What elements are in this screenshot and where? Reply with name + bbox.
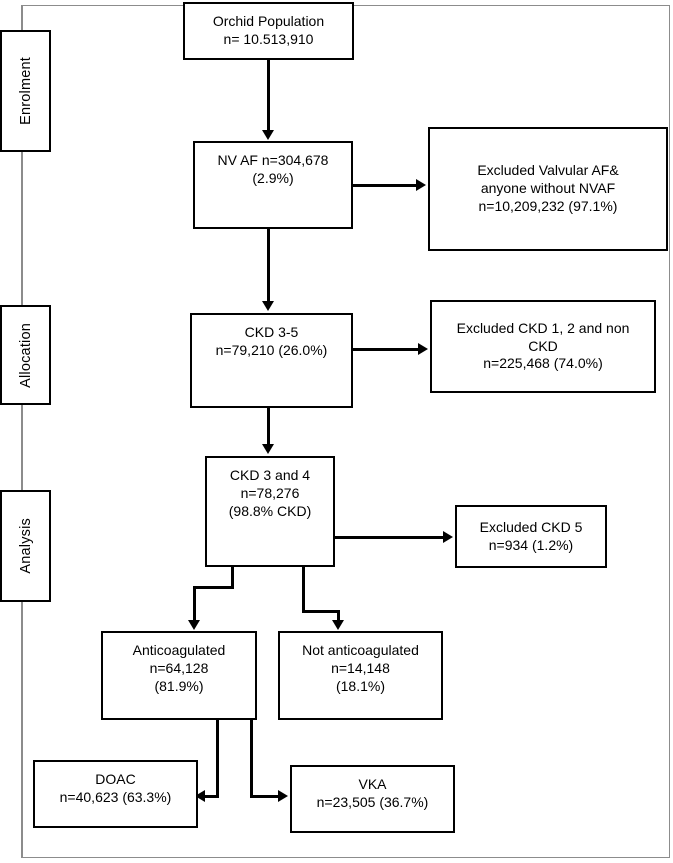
node-excluded-ckd-5: Excluded CKD 5 n=934 (1.2%) <box>455 505 607 568</box>
node-excluded-ckd-1-2-non-text: Excluded CKD 1, 2 and non CKD n=225,468 … <box>456 319 630 372</box>
connector-ckd34-to-antico-h <box>193 586 234 589</box>
connector-ckd34-to-notantico-v2 <box>337 610 340 622</box>
connector-ckd34-to-notantico-v1 <box>302 567 305 613</box>
connector-ckd35-to-ckd34 <box>267 408 270 446</box>
node-excluded-valvular-text: Excluded Valvular AF& anyone without NVA… <box>477 162 619 214</box>
node-anticoagulated-text: Anticoagulated n=64,128 (81.9%) <box>132 642 226 694</box>
arrowhead-orchid-to-nvaf <box>262 130 274 140</box>
connector-nvaf-to-ckd35 <box>267 229 270 303</box>
node-vka: VKA n=23,505 (36.7%) <box>290 765 455 833</box>
arrowhead-ckd34-to-anticoagulated <box>188 620 200 630</box>
node-ckd-3-and-4-text: CKD 3 and 4 n=78,276 (98.8% CKD) <box>228 467 312 519</box>
stage-spine-2 <box>21 152 23 305</box>
arrowhead-antico-to-doac <box>195 790 205 802</box>
connector-antico-to-vka-h <box>250 795 280 798</box>
node-doac: DOAC n=40,623 (63.3%) <box>33 760 198 828</box>
stage-spine-4 <box>21 602 23 858</box>
connector-ckd34-to-antico-v2 <box>193 586 196 622</box>
connector-antico-to-doac-h <box>204 795 219 798</box>
node-excluded-ckd-1-2-non: Excluded CKD 1, 2 and non CKD n=225,468 … <box>430 300 656 393</box>
node-not-anticoagulated: Not anticoagulated n=14,148 (18.1%) <box>278 631 443 720</box>
node-nvaf: NV AF n=304,678 (2.9%) <box>193 141 353 229</box>
stage-box-analysis: Analysis <box>0 490 51 602</box>
stage-box-enrolment: Enrolment <box>0 30 51 152</box>
connector-antico-to-doac-v <box>216 720 219 798</box>
stage-label-allocation: Allocation <box>17 322 34 388</box>
stage-spine-1 <box>21 5 23 35</box>
arrowhead-ckd34-to-not-anticoagulated <box>332 620 344 630</box>
arrowhead-nvaf-to-excluded-valvular <box>416 179 426 191</box>
connector-orchid-to-nvaf <box>267 60 270 132</box>
arrowhead-ckd34-to-excluded-ckd5 <box>443 531 453 543</box>
node-anticoagulated: Anticoagulated n=64,128 (81.9%) <box>101 631 257 720</box>
connector-ckd34-to-notantico-h <box>302 610 340 613</box>
stage-spine-3 <box>21 405 23 490</box>
node-orchid-population-text: Orchid Population n= 10.513,910 <box>212 13 325 47</box>
node-excluded-ckd-5-text: Excluded CKD 5 n=934 (1.2%) <box>479 518 583 553</box>
connector-antico-to-vka-v <box>250 720 253 798</box>
arrowhead-nvaf-to-ckd35 <box>262 301 274 311</box>
node-orchid-population: Orchid Population n= 10.513,910 <box>183 2 354 60</box>
arrowhead-ckd35-to-excluded-ckd12 <box>418 343 428 355</box>
node-doac-text: DOAC n=40,623 (63.3%) <box>59 771 172 805</box>
connector-nvaf-to-excluded-valvular <box>353 184 418 187</box>
connector-ckd34-to-antico-v1 <box>231 567 234 589</box>
node-excluded-valvular: Excluded Valvular AF& anyone without NVA… <box>428 127 668 251</box>
node-ckd-3-5: CKD 3-5 n=79,210 (26.0%) <box>190 313 353 408</box>
arrowhead-antico-to-vka <box>278 790 288 802</box>
stage-label-analysis: Analysis <box>17 518 34 574</box>
node-vka-text: VKA n=23,505 (36.7%) <box>316 776 429 810</box>
node-nvaf-text: NV AF n=304,678 (2.9%) <box>217 152 329 186</box>
node-not-anticoagulated-text: Not anticoagulated n=14,148 (18.1%) <box>302 642 419 694</box>
stage-box-allocation: Allocation <box>0 305 51 405</box>
node-ckd-3-5-text: CKD 3-5 n=79,210 (26.0%) <box>215 324 328 358</box>
connector-ckd35-to-excluded-ckd12 <box>353 348 420 351</box>
node-ckd-3-and-4: CKD 3 and 4 n=78,276 (98.8% CKD) <box>205 456 335 567</box>
connector-ckd34-to-excluded-ckd5 <box>335 536 445 539</box>
stage-label-enrolment: Enrolment <box>17 57 34 125</box>
arrowhead-ckd35-to-ckd34 <box>262 444 274 454</box>
